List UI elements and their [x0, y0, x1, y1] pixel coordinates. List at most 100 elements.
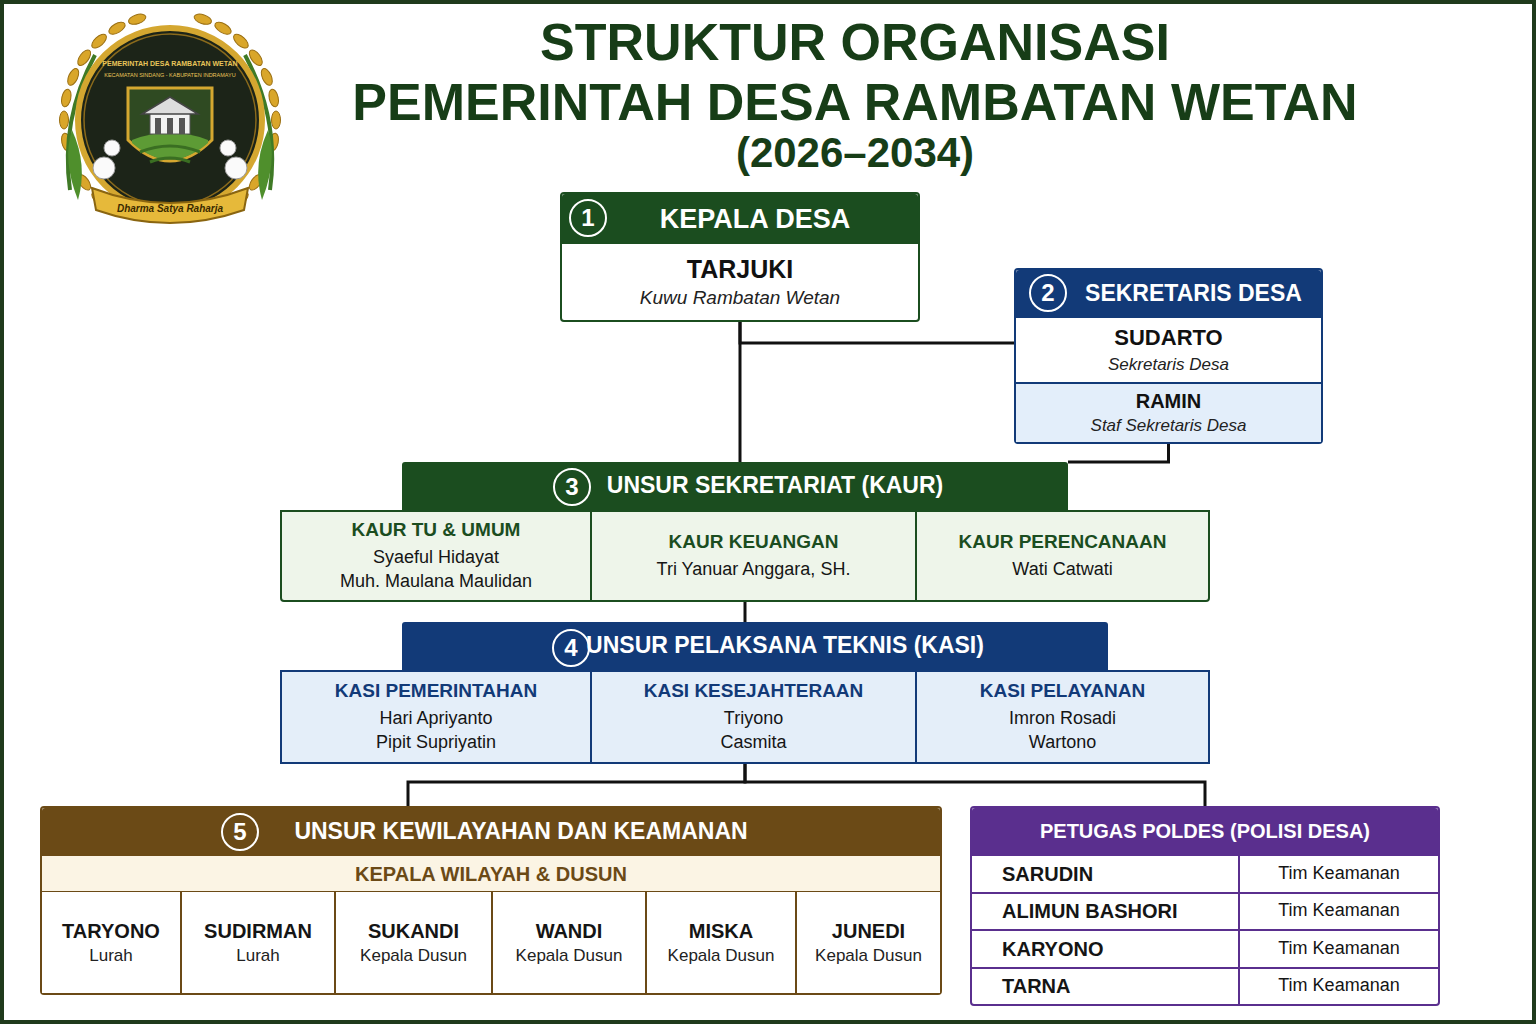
role-text: Kepala Dusun — [815, 946, 922, 966]
callout-number-holder: 3 — [553, 468, 591, 506]
rice-grain — [193, 12, 213, 26]
field-row — [150, 158, 190, 162]
section-heading: UNSUR KEWILAYAHAN DAN KEAMANAN — [294, 818, 747, 846]
connector-line — [408, 764, 745, 806]
person-name: SUDIRMAN — [204, 919, 312, 943]
section-group: UNSUR PELAKSANA TEKNIS (KASI) KASI PEMERI… — [280, 622, 1210, 764]
emblem-motto: Dharma Satya Raharja — [110, 203, 230, 215]
house-roof — [142, 97, 198, 114]
person-name: SARUDIN — [1002, 862, 1093, 886]
table-cell: Tim Keamanan — [1238, 969, 1438, 1005]
year-range-holder: (2026–2034) — [555, 128, 1155, 178]
table-cell: Tim Keamanan — [1238, 931, 1438, 967]
house — [150, 112, 190, 134]
person-name: Muh. Maulana Maulidan — [340, 571, 532, 593]
role-text: Tim Keamanan — [1278, 975, 1399, 997]
connector-line — [739, 322, 742, 462]
person-cell: JUNEDI Kepala Dusun — [795, 892, 940, 993]
person-name: Casmita — [720, 732, 786, 754]
rice-grain — [127, 12, 147, 26]
police-box: PETUGAS POLDES (POLISI DESA) SARUDIN Tim K… — [970, 806, 1440, 1006]
box-heading: KEPALA DESA — [660, 203, 851, 235]
connector-line — [745, 764, 1205, 806]
table-cell: KARYONO — [972, 931, 1238, 967]
person-name: JUNEDI — [832, 919, 905, 943]
box-body: SUDARTOSekretaris Desa — [1016, 318, 1321, 382]
person-name: TARYONO — [62, 919, 160, 943]
person-name: Wati Catwati — [1012, 559, 1112, 581]
house-pillar — [167, 118, 173, 134]
header-band: KEPALA DESA — [562, 194, 918, 244]
year-range: (2026–2034) — [555, 128, 1155, 178]
callout-number: 4 — [564, 634, 577, 663]
unit-box: KASI PEMERINTAHANHari ApriyantoPipit Sup… — [280, 670, 592, 764]
emblem-motto-holder: Dharma Satya Raharja — [110, 203, 230, 215]
role-text: Lurah — [236, 946, 279, 966]
person-name: Imron Rosadi — [1009, 708, 1116, 730]
emblem-ring — [78, 28, 262, 212]
callout-number: 3 — [565, 473, 578, 502]
header-band: UNSUR PELAKSANA TEKNIS (KASI) — [402, 622, 1108, 670]
rice-grain — [267, 88, 280, 107]
person-name: SUDARTO — [1114, 325, 1222, 351]
emblem-text: PEMERINTAH DESA RAMBATAN WETAN — [90, 60, 250, 68]
box-body: KAUR PERENCANAAN Wati Catwati — [917, 512, 1208, 600]
emblem-text-holder: KECAMATAN SINDANG - KABUPATEN INDRAMAYU — [90, 72, 250, 79]
staff-box: SUDARTOSekretaris Desa — [1016, 318, 1321, 382]
box-body: KASI PEMERINTAHANHari ApriyantoPipit Sup… — [282, 672, 590, 762]
person-cell: SUDIRMAN Lurah — [180, 892, 334, 993]
unit-heading: KAUR PERENCANAAN — [959, 531, 1167, 554]
role-text: Staf Sekretaris Desa — [1091, 416, 1247, 436]
box-body: WANDIKepala Dusun — [493, 892, 645, 993]
rice-grain — [107, 20, 127, 37]
person-name: Wartono — [1029, 732, 1096, 754]
table-row: KARYONOTim Keamanan — [972, 929, 1438, 967]
unit-box: KASI PELAYANAN Imron RosadiWartono — [915, 670, 1210, 764]
diagram-title: STRUKTUR ORGANISASIPEMERINTAH DESA RAMBA… — [290, 12, 1420, 132]
table-cell: ALIMUN BASHORI — [972, 894, 1238, 930]
box-body: KAUR KEUANGANTri Yanuar Anggara, SH. — [592, 512, 915, 600]
house-pillar — [155, 118, 161, 134]
rice-grain — [89, 32, 108, 51]
shield — [128, 88, 212, 161]
unit-heading: KASI PEMERINTAHAN — [335, 680, 537, 703]
box-body: SUDIRMAN Lurah — [182, 892, 334, 993]
connector-line — [740, 322, 1014, 343]
ribbon — [92, 188, 248, 223]
emblem-ring — [84, 34, 256, 206]
person-name: WANDI — [536, 919, 603, 943]
staff-box: RAMIN Staf Sekretaris Desa — [1016, 382, 1321, 442]
unit-box: KAUR PERENCANAAN Wati Catwati — [915, 510, 1210, 602]
person-name: Pipit Supriyatin — [376, 732, 496, 754]
unit-box: KAUR TU & UMUMSyaeful HidayatMuh. Maulan… — [280, 510, 592, 602]
table-row: TARNA Tim Keamanan — [972, 967, 1438, 1005]
box-heading: PETUGAS POLDES (POLISI DESA) — [1040, 819, 1370, 843]
header-band: PETUGAS POLDES (POLISI DESA) — [972, 808, 1438, 854]
connector-line — [744, 602, 747, 622]
table-cell: Tim Keamanan — [1238, 894, 1438, 930]
role-text: Lurah — [89, 946, 132, 966]
rice-grain — [213, 20, 233, 37]
section-heading: UNSUR PELAKSANA TEKNIS (KASI) — [586, 632, 984, 660]
person-name: RAMIN — [1136, 389, 1202, 413]
house-pillar — [179, 118, 185, 134]
field — [132, 133, 208, 160]
person-cell: MISKAKepala Dusun — [645, 892, 795, 993]
person-cell: WANDIKepala Dusun — [491, 892, 645, 993]
role-text: Kepala Dusun — [360, 946, 467, 966]
section-group: UNSUR SEKRETARIAT (KAUR) KAUR TU & UMUMSy… — [280, 462, 1210, 602]
table-cell: TARNA — [972, 969, 1238, 1005]
emblem-text-holder: PEMERINTAH DESA RAMBATAN WETAN — [90, 60, 250, 68]
unit-box: KASI KESEJAHTERAANTriyonoCasmita — [590, 670, 917, 764]
table-row: ALIMUN BASHORI Tim Keamanan — [972, 892, 1438, 930]
box-body: KAUR TU & UMUMSyaeful HidayatMuh. Maulan… — [282, 512, 590, 600]
rice-grain — [60, 111, 69, 129]
person-name: ALIMUN BASHORI — [1002, 899, 1178, 923]
person-name: TARJUKI — [687, 254, 793, 284]
section-heading: UNSUR SEKRETARIAT (KAUR) — [607, 472, 943, 500]
person-name: Syaeful Hidayat — [373, 547, 499, 569]
village-emblem — [0, 0, 340, 260]
rice-grain — [60, 88, 73, 107]
unit-heading: KASI PELAYANAN — [980, 680, 1145, 703]
